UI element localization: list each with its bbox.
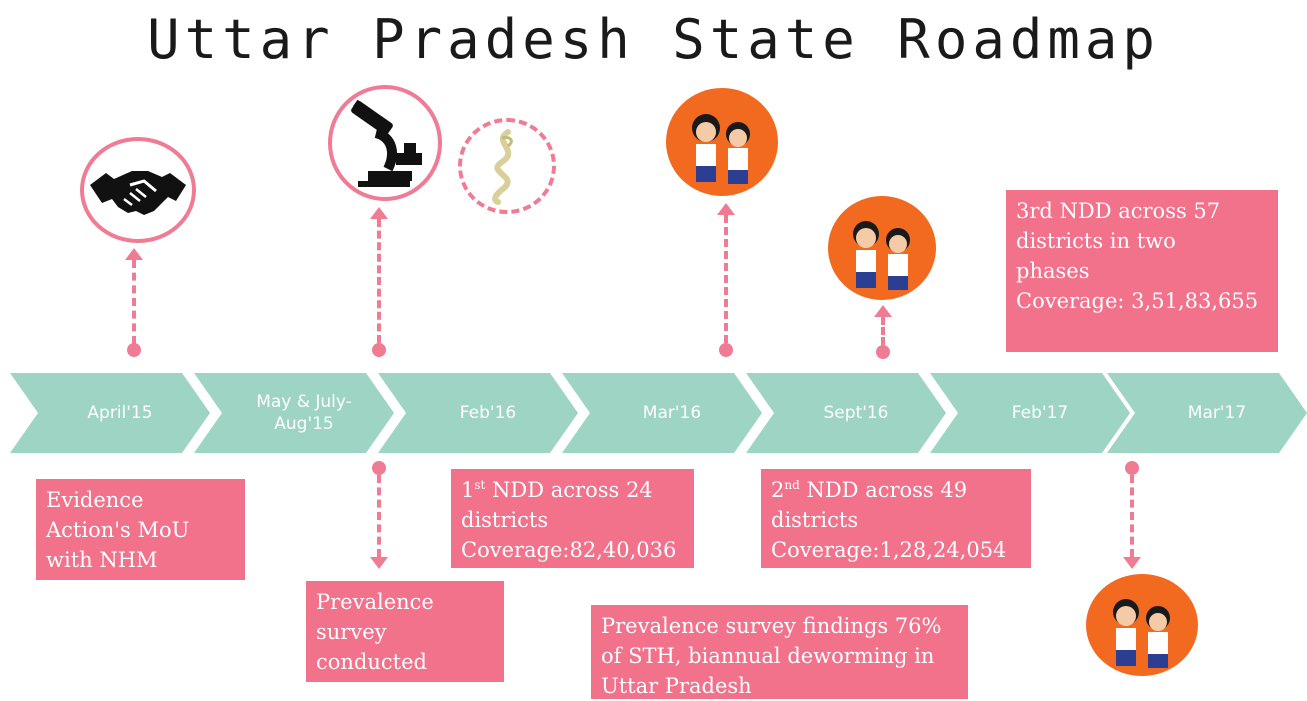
ndd2-title: NDD across 49 (799, 478, 968, 502)
handshake-icon (90, 171, 186, 215)
connector-arrow (125, 248, 143, 260)
connector-arrow (1123, 557, 1141, 569)
connector-line (377, 475, 381, 557)
timeline-step-mar17: Mar'17 (1107, 373, 1307, 453)
event-prevalence-findings: Prevalence survey findings 76% of STH, b… (591, 605, 968, 699)
timeline-step-feb16: Feb'16 (378, 373, 578, 453)
connector-dot (372, 461, 386, 475)
worm-circle (458, 118, 556, 214)
connector-line (377, 219, 381, 343)
mascot-kids-icon (666, 88, 778, 196)
ndd2-details: districts Coverage:1,28,24,054 (771, 508, 1007, 562)
connector-dot (372, 343, 386, 357)
ndd1-ordinal: st (474, 478, 486, 492)
ndd1-details: districts Coverage:82,40,036 (461, 508, 677, 562)
connector-dot (1125, 461, 1139, 475)
ndd2-ordinal: nd (784, 478, 800, 492)
timeline-step-may-july-aug15: May & July-Aug'15 (194, 373, 394, 453)
connector-arrow (874, 305, 892, 317)
handshake-circle (80, 137, 196, 243)
connector-arrow (717, 203, 735, 215)
connector-dot (876, 345, 890, 359)
ndd1-title: NDD across 24 (485, 478, 653, 502)
connector-arrow (370, 207, 388, 219)
event-ndd1: 1st NDD across 24 districts Coverage:82,… (451, 469, 694, 568)
ndd2-number: 2 (771, 478, 785, 502)
mascot-kids-icon (1086, 574, 1198, 676)
page-title: Uttar Pradesh State Roadmap (147, 8, 1160, 71)
event-ndd2: 2nd NDD across 49 districts Coverage:1,2… (761, 469, 1031, 568)
ndd1-number: 1 (461, 478, 475, 502)
timeline-step-mar16: Mar'16 (562, 373, 762, 453)
timeline-step-april15: April'15 (10, 373, 210, 453)
event-ndd3: 3rd NDD across 57 districts in two phase… (1006, 190, 1278, 352)
worm-icon (492, 129, 513, 205)
connector-line (132, 260, 136, 344)
mascot-kids-icon (828, 196, 936, 300)
connector-dot (127, 343, 141, 357)
microscope-icon (351, 99, 422, 187)
connector-line (881, 317, 885, 345)
timeline-step-feb17: Feb'17 (930, 373, 1130, 453)
event-prevalence-conducted: Prevalence survey conducted (306, 581, 504, 682)
timeline-step-sept16: Sept'16 (746, 373, 946, 453)
event-mou: Evidence Action's MoU with NHM (36, 479, 245, 580)
connector-dot (719, 343, 733, 357)
connector-line (724, 215, 728, 343)
connector-arrow (370, 557, 388, 569)
connector-line (1130, 475, 1134, 557)
microscope-circle (328, 85, 442, 201)
